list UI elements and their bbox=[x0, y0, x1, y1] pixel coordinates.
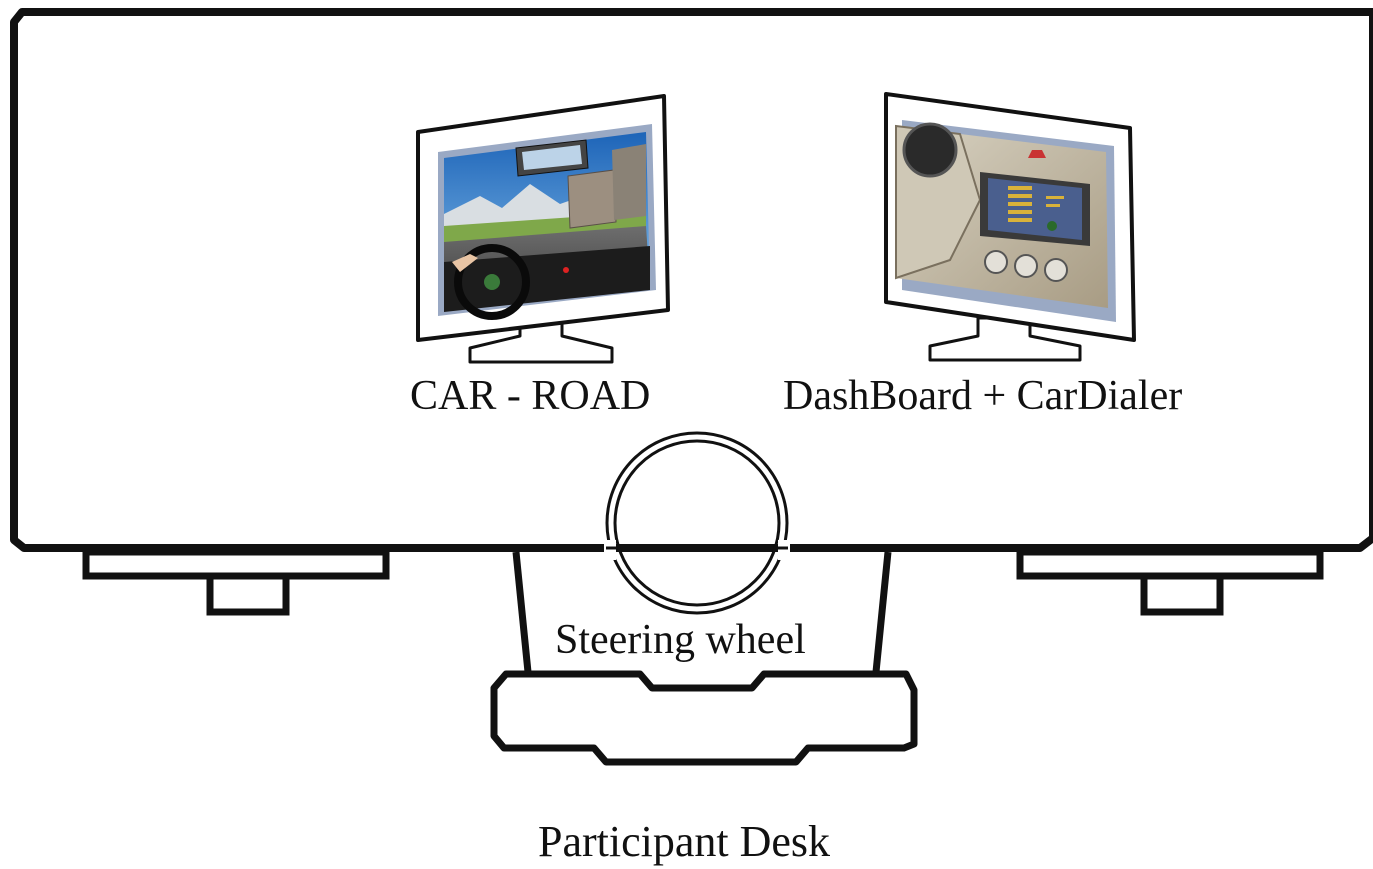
left-table-leg bbox=[82, 548, 390, 616]
steering-support bbox=[512, 551, 892, 673]
dashboard-screen bbox=[895, 120, 1116, 322]
steering-wheel bbox=[604, 431, 790, 615]
car-road-label: CAR - ROAD bbox=[410, 373, 651, 419]
left-monitor bbox=[416, 94, 670, 364]
right-monitor bbox=[884, 92, 1136, 362]
right-table-leg bbox=[1016, 548, 1324, 616]
car-road-screen bbox=[438, 124, 656, 320]
participant-desk bbox=[490, 670, 918, 766]
dashboard-cardialer-label: DashBoard + CarDialer bbox=[783, 373, 1183, 419]
steering-wheel-label: Steering wheel bbox=[555, 617, 806, 663]
participant-desk-label: Participant Desk bbox=[538, 817, 831, 866]
main-table bbox=[10, 8, 1373, 552]
